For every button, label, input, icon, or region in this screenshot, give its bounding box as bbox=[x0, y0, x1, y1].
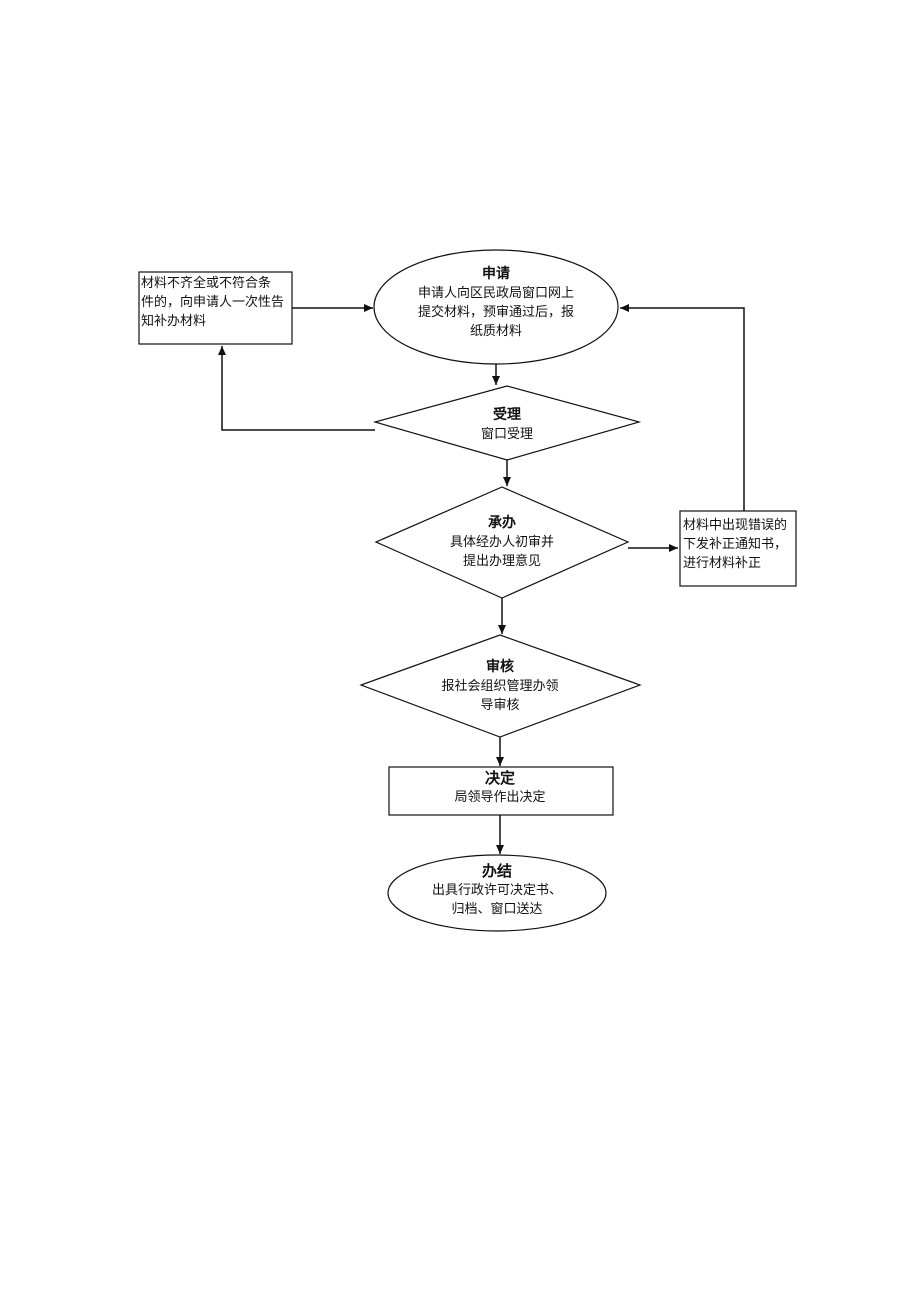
apply-node-line-1: 申请人向区民政局窗口网上 bbox=[417, 286, 574, 301]
arrow-accept-to-incomplete bbox=[218, 346, 375, 431]
apply-node-line-2: 提交材料，预审通过后，报 bbox=[417, 305, 574, 320]
correction-line-1: 材料中出现错误的 bbox=[683, 518, 788, 533]
decide-node-shape bbox=[388, 766, 614, 816]
apply-node: 申请 申请人向区民政局窗口网上 提交材料，预审通过后，报 纸质材料 bbox=[396, 264, 596, 341]
incomplete-line-2: 件的，向申请人一次性告 bbox=[141, 295, 285, 310]
arrow-correction-to-apply bbox=[620, 304, 745, 511]
accept-node: 受理 窗口受理 bbox=[447, 405, 567, 444]
decide-node-line-1: 局领导作出决定 bbox=[454, 790, 546, 805]
finish-node-line-1: 出具行政许可决定书、 bbox=[431, 883, 562, 898]
finish-node: 办结 出具行政许可决定书、 归档、窗口送达 bbox=[412, 861, 582, 919]
incomplete-line-3: 知补办材料 bbox=[141, 314, 207, 329]
review-node-line-2: 导审核 bbox=[480, 698, 520, 713]
decide-node: 决定 局领导作出决定 bbox=[400, 768, 600, 807]
finish-node-title: 办结 bbox=[481, 862, 512, 880]
decide-node-title: 决定 bbox=[484, 769, 515, 787]
apply-node-title: 申请 bbox=[482, 266, 510, 282]
apply-node-line-3: 纸质材料 bbox=[469, 324, 522, 339]
correction-notice-box: 材料中出现错误的 下发补正通知书， 进行材料补正 bbox=[683, 516, 795, 573]
handle-node-line-2: 提出办理意见 bbox=[462, 554, 541, 569]
correction-box-shape bbox=[679, 510, 797, 587]
handle-node-line-1: 具体经办人初审并 bbox=[449, 535, 554, 550]
finish-node-line-2: 归档、窗口送达 bbox=[451, 902, 543, 917]
review-node-title: 审核 bbox=[486, 659, 514, 675]
incomplete-box-shape bbox=[138, 271, 293, 345]
review-node-line-1: 报社会组织管理办领 bbox=[441, 679, 559, 694]
correction-line-3: 进行材料补正 bbox=[683, 556, 762, 571]
incomplete-materials-box: 材料不齐全或不符合条 件的，向申请人一次性告 知补办材料 bbox=[141, 274, 293, 331]
handle-node: 承办 具体经办人初审并 提出办理意见 bbox=[422, 513, 582, 571]
correction-line-2: 下发补正通知书， bbox=[683, 537, 788, 552]
incomplete-line-1: 材料不齐全或不符合条 bbox=[141, 276, 272, 291]
review-node: 审核 报社会组织管理办领 导审核 bbox=[420, 657, 580, 715]
accept-node-line-1: 窗口受理 bbox=[480, 427, 533, 442]
finish-node-shape bbox=[387, 854, 607, 932]
accept-node-title: 受理 bbox=[493, 407, 521, 423]
handle-node-title: 承办 bbox=[488, 515, 516, 531]
